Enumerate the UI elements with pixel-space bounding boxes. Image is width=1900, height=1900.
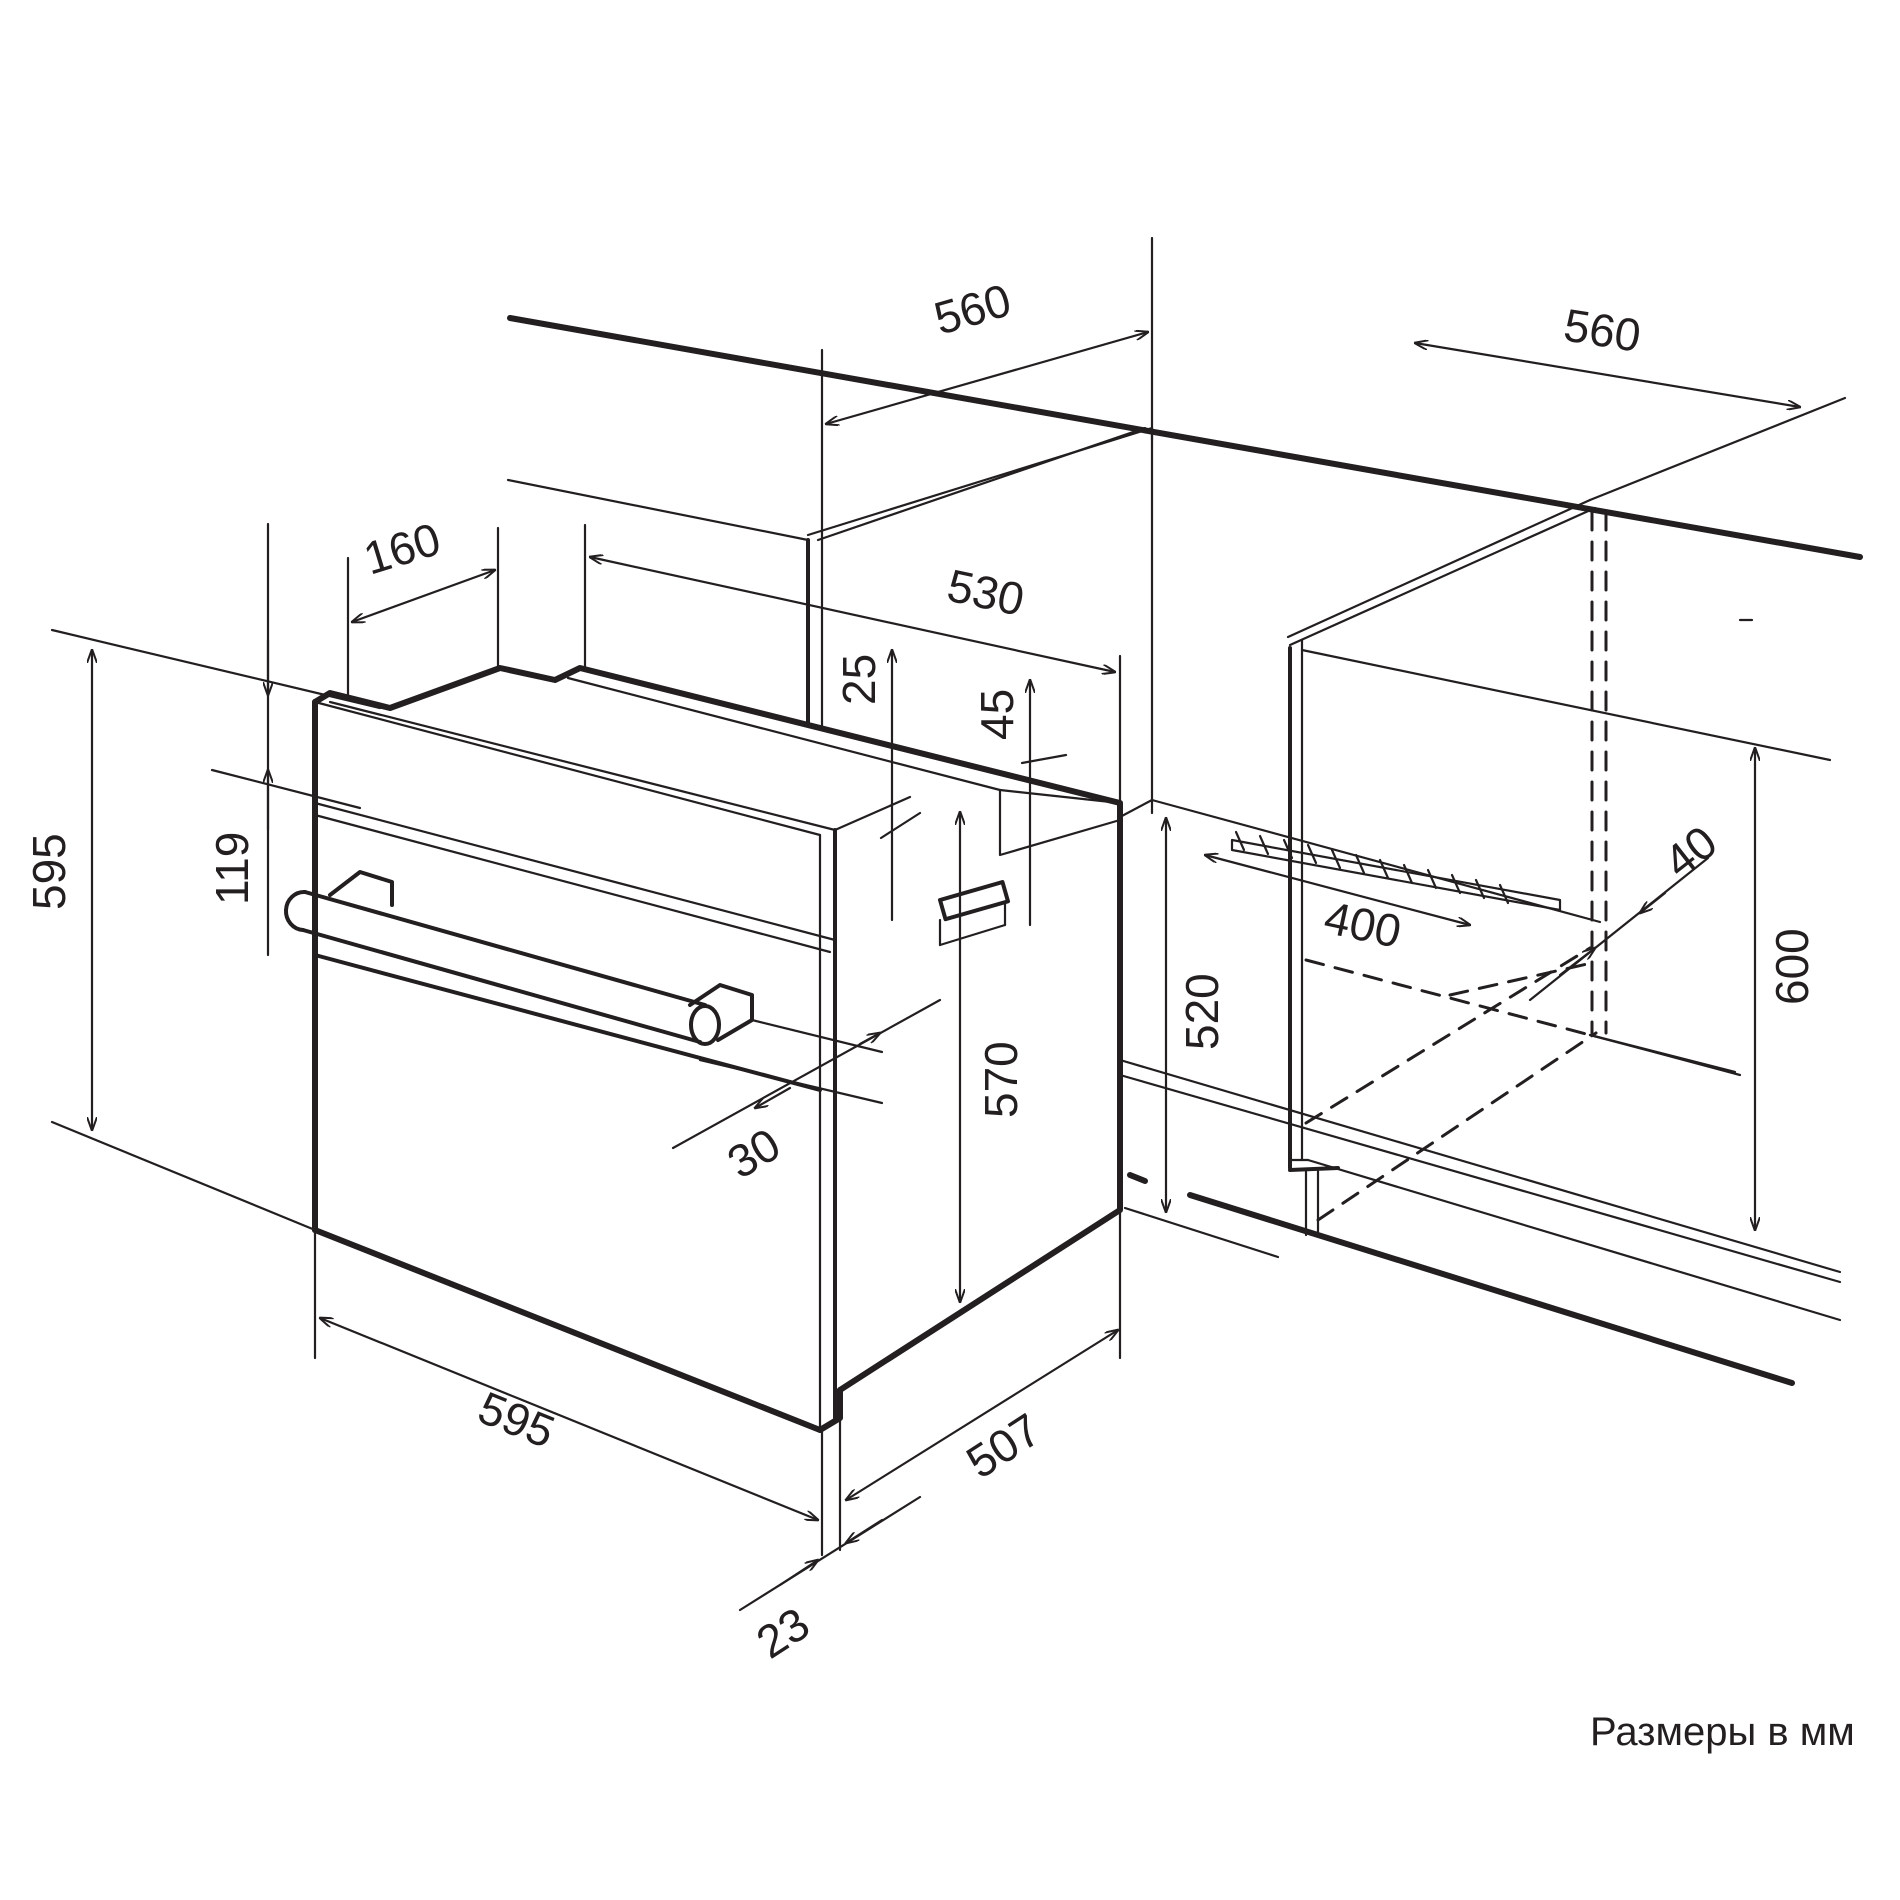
dim-line-560-right <box>1415 343 1800 407</box>
label-45: 45 <box>971 689 1023 740</box>
label-520: 520 <box>1176 973 1228 1050</box>
label-23: 23 <box>747 1597 818 1668</box>
dimension-lines <box>92 332 1800 1612</box>
dim-line-595-width <box>320 1318 818 1520</box>
label-560-top: 560 <box>928 273 1016 344</box>
label-595-height: 595 <box>23 833 75 910</box>
dim-line-507 <box>846 1330 1118 1500</box>
label-595-width: 595 <box>471 1381 562 1458</box>
label-560-right: 560 <box>1560 299 1644 362</box>
label-25: 25 <box>833 654 885 705</box>
dim-line-160 <box>352 570 495 622</box>
dim-line-23 <box>738 1495 922 1612</box>
dimension-labels: 560 560 160 530 25 45 595 119 570 520 30… <box>23 273 1818 1668</box>
label-507: 507 <box>957 1403 1050 1488</box>
label-119: 119 <box>206 832 258 905</box>
label-40: 40 <box>1654 815 1726 887</box>
label-160: 160 <box>358 512 447 584</box>
countertop-cabinet <box>506 236 1863 1386</box>
label-400: 400 <box>1320 891 1406 958</box>
label-30: 30 <box>718 1118 789 1189</box>
dim-line-40 <box>1528 856 1710 1002</box>
oven-handle <box>283 870 884 1105</box>
extension-lines <box>50 523 1754 1557</box>
dim-line-530 <box>590 557 1115 672</box>
label-600: 600 <box>1766 928 1818 1005</box>
dim-line-560-top <box>826 332 1148 424</box>
label-570: 570 <box>975 1041 1027 1118</box>
dim-line-400 <box>1205 855 1470 925</box>
dim-line-30 <box>671 998 942 1150</box>
label-530: 530 <box>943 559 1029 626</box>
units-note: Размеры в мм <box>1590 1710 1855 1754</box>
